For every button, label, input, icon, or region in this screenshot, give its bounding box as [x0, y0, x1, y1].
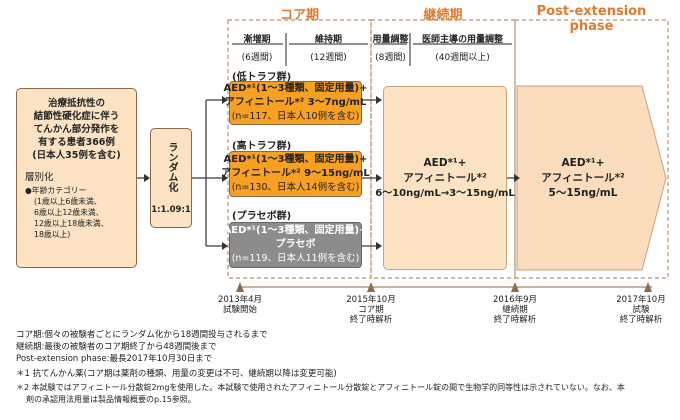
post-phase-frame	[514, 19, 669, 279]
physician-dose-label: 医師主導の用量調整	[421, 35, 503, 45]
titration-label: 漸増期	[243, 35, 271, 45]
note-post: Post-extension phase:最長2017年10月30日まで	[16, 354, 213, 364]
dose-adjust-label: 用量調整	[372, 35, 409, 45]
arrowhead	[144, 174, 150, 182]
timeline-marker	[511, 282, 519, 292]
note-core: コア期:個々の被験者ごとにランダム化から18週間投与されるまで	[16, 330, 268, 340]
timeline-start-label: 2013年4月 試験開始	[217, 295, 263, 315]
stratify-title: 層別化	[25, 172, 54, 183]
continuation-box: AED*¹+ アフィニトール*² 6〜10ng/mL→3〜15ng/mL	[375, 86, 515, 270]
stratify-details: ●年齢カテゴリー (1歳以上6歳未満、 6歳以上12歳未満、 12歳以上18歳未…	[25, 186, 109, 239]
arrowhead	[222, 242, 228, 250]
randomization-label: ランダム化	[166, 142, 177, 192]
footnote-2-cont: 剤の承認用法用量は製品情報概要のp.15参照。	[26, 395, 196, 404]
low-trough-arm: AED*¹(1〜3種類、固定用量)+ アフィニトール*² 3〜7ng/mL (n…	[224, 81, 367, 125]
timeline-marker	[236, 282, 244, 292]
maintenance-label: 維持期	[314, 35, 342, 45]
timeline-marker	[367, 282, 375, 292]
arrowhead	[514, 174, 520, 182]
timeline-marker	[644, 282, 652, 292]
footnote-1: ＊1 抗てんかん薬(コア期は薬剤の種類、用量の変更は不可、継続期以降は変更可能)	[16, 369, 337, 379]
post-extension-arrow	[516, 85, 667, 271]
high-trough-label: (高トラフ群)	[232, 141, 292, 152]
low-trough-label: (低トラフ群)	[232, 72, 292, 83]
physician-dose-weeks: (40週間以上)	[435, 53, 490, 63]
timeline-study-end-label: 2017年10月 試験 終了時解析	[616, 295, 666, 325]
placebo-arm: AED*¹(1〜3種類、固定用量)+ プラセボ (n=119、日本人11例を含む…	[224, 222, 367, 268]
arrowhead	[222, 96, 228, 104]
dose-adjust-weeks: (8週間)	[375, 53, 406, 63]
core-phase-frame	[227, 19, 372, 279]
footnote-2: ＊2 本試験ではアフィニトール分散錠2mgを使用した。本試験で使用されたアフィニ…	[16, 383, 625, 392]
arrowhead	[376, 174, 382, 182]
population-box: 治療抵抗性の 結節性硬化症に伴う てんかん部分発作を 有する患者366例 (日本…	[16, 88, 137, 268]
post-extension-text: AED*¹+ アフィニトール*² 5〜15ng/mL	[541, 156, 625, 199]
arrowhead	[222, 174, 228, 182]
population-description: 治療抵抗性の 結節性硬化症に伴う てんかん部分発作を 有する患者366例 (日本…	[32, 98, 121, 161]
maintenance-weeks: (12週間)	[310, 53, 347, 63]
arrowhead	[376, 96, 382, 104]
timeline-core-end-label: 2015年10月 コア期 終了時解析	[346, 295, 396, 325]
core-phase-title: コア期	[279, 8, 319, 23]
titration-weeks: (6週間)	[241, 53, 273, 63]
randomization-ratio: 1:1.09:1	[151, 205, 191, 215]
timeline-continuation-end-label: 2016年9月 継続期 終了時解析	[492, 295, 538, 325]
placebo-label: (プラセボ群)	[232, 211, 292, 222]
post-phase-title: Post-extension phase	[536, 4, 647, 34]
high-trough-arm: AED*¹(1〜3種類、固定用量)+ アフィニトール*² 9〜15ng/mL (…	[221, 151, 370, 197]
note-continuation: 継続期:最後の被験者のコア期終了から48週間後まで	[16, 342, 217, 352]
randomization-box: ランダム化 1:1.09:1	[150, 128, 192, 228]
arrowhead	[376, 242, 382, 250]
continuation-phase-title: 継続期	[423, 8, 463, 23]
